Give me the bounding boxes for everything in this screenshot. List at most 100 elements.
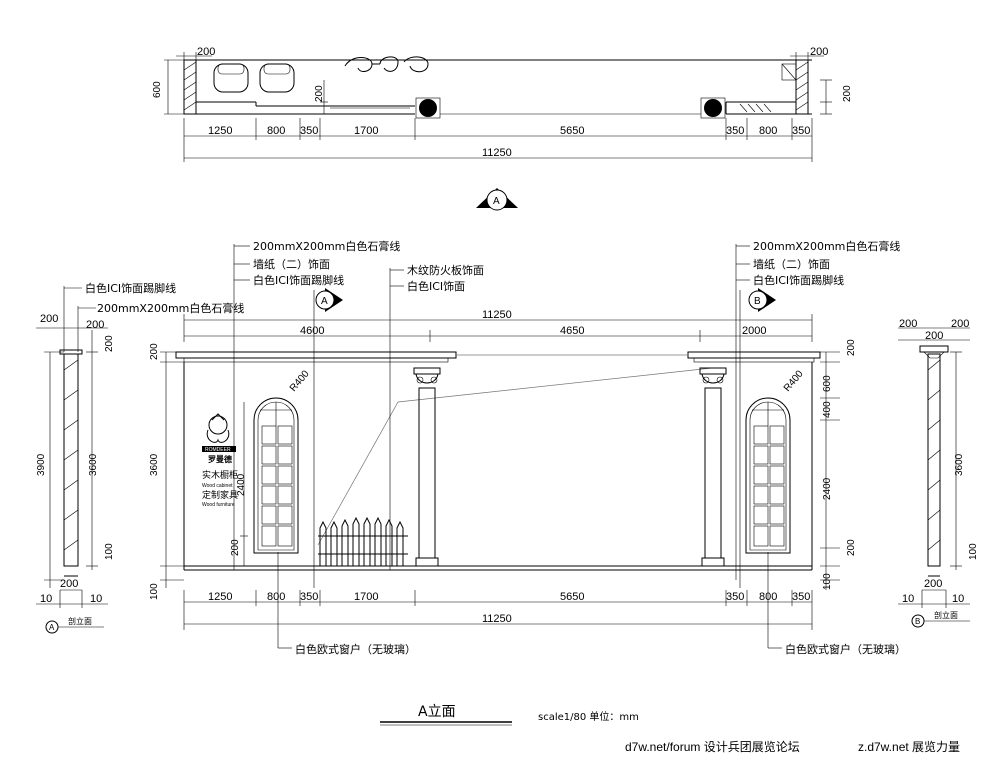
note-wallpaper-right: 墙纸（二）饰面	[753, 257, 830, 271]
callout-a-label: A	[321, 296, 328, 307]
watermark-site: z.d7w.net 展览力量	[858, 739, 960, 754]
column-right	[699, 367, 727, 567]
plan-dim-seg: 350	[300, 125, 318, 137]
watermark-forum: d7w.net/forum 设计兵团展览论坛	[625, 739, 800, 754]
side-right-foot-1: 10	[902, 593, 914, 605]
elev-seg-1: 4600	[300, 325, 324, 337]
plan-column-right	[704, 99, 722, 117]
elev-dim-seg: 1700	[354, 591, 378, 603]
plan-dim-top-right: 200	[810, 46, 828, 58]
elev-dim-right-1: 200	[846, 339, 857, 356]
elev-seg-2: 4650	[560, 325, 584, 337]
logo-text-2-en: Wood furniture	[202, 502, 235, 508]
side-left-dim-top-1: 200	[40, 313, 58, 325]
plan-dims-row: 1250 800 350 1700 5650 350 800 350	[208, 125, 810, 137]
side-right-foot-2: 10	[952, 593, 964, 605]
side-left-foot-2: 10	[90, 593, 102, 605]
note-cornice: 200mmX200mm白色石膏线	[253, 239, 400, 253]
side-right-bottom: 100	[968, 543, 979, 560]
plan-dim-seg: 5650	[560, 125, 584, 137]
side-left-bottom: 100	[104, 543, 115, 560]
elev-dim-left-bottom: 100	[149, 583, 160, 600]
callout-b: B	[739, 288, 776, 588]
side-left-label: 剖立面	[68, 616, 92, 626]
title-block: A立面 scale1/80 单位：mm	[380, 704, 639, 726]
side-right-label: 剖立面	[934, 610, 958, 620]
elev-seg-3: 2000	[742, 325, 766, 337]
armchair-icon	[259, 63, 295, 93]
plan-dim-seg: 350	[792, 125, 810, 137]
window-note-left: 白色欧式窗户（无玻璃）	[295, 642, 416, 656]
elev-total-bottom: 11250	[482, 613, 512, 625]
elev-dim-seg: 350	[792, 591, 810, 603]
side-right-dim-top-3: 200	[951, 318, 969, 330]
side-right-dim-top-1: 200	[899, 318, 917, 330]
side-left-wall	[63, 353, 79, 567]
elev-dim-right-3: 400	[822, 401, 833, 418]
logo-text-1: 实木橱柜	[202, 469, 238, 481]
elev-dim-right-6: 100	[822, 573, 833, 590]
callout-a: A	[313, 288, 343, 588]
note-skirting: 白色ICI饰面踢脚线	[253, 273, 344, 287]
side-left-main: 3600	[88, 453, 99, 476]
plan-dim-right: 200	[842, 85, 853, 102]
side-left-dim-right-top: 200	[104, 335, 115, 352]
side-left-note-cornice: 200mmX200mm白色石膏线	[97, 301, 244, 315]
elev-window-height: 2400	[236, 473, 247, 496]
callout-b-label: B	[754, 296, 761, 307]
cornice-right	[687, 351, 821, 359]
side-left-note-skirting: 白色ICI饰面踢脚线	[85, 281, 176, 295]
side-left-marker-label: A	[49, 623, 55, 632]
plan-dim-seg: 800	[759, 125, 777, 137]
note-white-ici: 白色ICI饰面	[407, 279, 465, 293]
radius-right: R400	[782, 368, 806, 394]
note-cornice-right: 200mmX200mm白色石膏线	[753, 239, 900, 253]
elevation-view: 11250 4600 4650 2000	[149, 239, 906, 656]
plan-dim-seg: 350	[726, 125, 744, 137]
ornament-icon	[344, 56, 429, 73]
elev-dim-seg: 800	[267, 591, 285, 603]
picket-fence	[318, 516, 408, 566]
section-marker-label: A	[493, 196, 500, 207]
elev-dim-seg: 350	[726, 591, 744, 603]
side-right-base: 200	[924, 578, 942, 590]
elev-dims-row: 1250 800 350 1700 5650 350 800 350	[208, 591, 810, 603]
note-skirting-right: 白色ICI饰面踢脚线	[753, 273, 844, 287]
column-left	[413, 367, 441, 567]
elev-dim-left-main: 3600	[149, 453, 160, 476]
side-section-right: 200 200 200 3600 100 200 10 10 B 剖立面	[898, 318, 979, 628]
elev-dim-left-lower: 200	[230, 539, 241, 556]
logo-brand-text: ROMDEER	[205, 447, 231, 453]
elev-dim-seg: 350	[300, 591, 318, 603]
elev-dim-right-4: 2400	[822, 477, 833, 500]
elev-dim-seg: 1250	[208, 591, 232, 603]
window-left	[253, 397, 299, 554]
side-right-marker-label: B	[915, 617, 920, 626]
side-left-base: 200	[60, 578, 78, 590]
elev-dim-right-5: 200	[846, 539, 857, 556]
window-note-right: 白色欧式窗户（无玻璃）	[785, 642, 906, 656]
side-section-left: 白色ICI饰面踢脚线 200mmX200mm白色石膏线 200 200 200 …	[36, 281, 244, 634]
radius-left: R400	[288, 368, 312, 394]
logo-cn-text: 罗曼德	[208, 454, 232, 464]
side-right-dim-top-2: 200	[925, 330, 943, 342]
plan-dim-inner: 200	[314, 85, 325, 102]
side-right-wall	[927, 353, 941, 567]
logo-text-1-en: Wood cabinet	[202, 483, 233, 489]
plan-total: 11250	[482, 147, 512, 159]
elev-dim-left-top: 200	[149, 343, 160, 360]
armchair-icon	[213, 63, 249, 93]
side-left-total: 3900	[36, 453, 47, 476]
side-left-dim-top-2: 200	[86, 319, 104, 331]
capital-icon	[415, 373, 439, 384]
elev-dim-seg: 800	[759, 591, 777, 603]
section-marker-a: A	[476, 188, 518, 211]
elev-total-top: 11250	[482, 309, 512, 321]
elev-dim-seg: 5650	[560, 591, 584, 603]
capital-icon	[701, 373, 725, 384]
drawing-title: A立面	[418, 704, 456, 720]
plan-dim-seg: 1250	[208, 125, 232, 137]
brand-logo: ROMDEER 罗曼德 实木橱柜 Wood cabinet 定制家具 Wood …	[202, 413, 238, 508]
elev-dim-right-2: 600	[822, 375, 833, 392]
